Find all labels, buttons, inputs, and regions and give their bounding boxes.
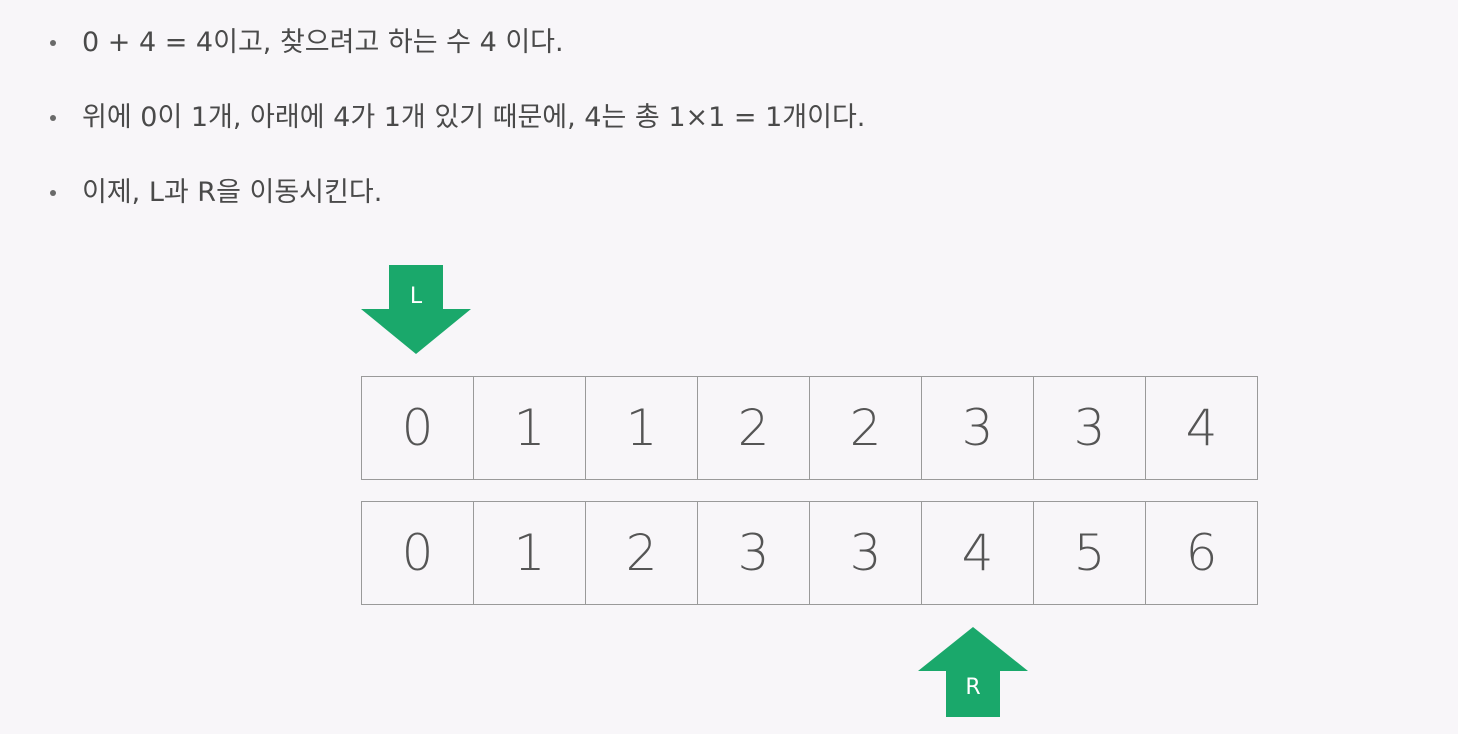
bullet-dot-icon — [50, 115, 56, 121]
array-cell: 2 — [586, 502, 698, 604]
array-cell: 2 — [810, 377, 922, 479]
bullet-item: 위에 0이 1개, 아래에 4가 1개 있기 때문에, 4는 총 1×1 = 1… — [50, 101, 865, 135]
array-cell: 3 — [698, 502, 810, 604]
bullet-text: 0 + 4 = 4이고, 찾으려고 하는 수 4 이다. — [82, 27, 564, 58]
array-cell: 0 — [362, 502, 474, 604]
array-cell: 1 — [474, 377, 586, 479]
left-pointer-label: L — [410, 284, 423, 309]
array-cell: 1 — [586, 377, 698, 479]
array-cell: 3 — [810, 502, 922, 604]
array-cell: 2 — [698, 377, 810, 479]
right-pointer-arrow-icon: R — [918, 627, 1028, 717]
bullet-dot-icon — [50, 40, 56, 46]
array-cell: 1 — [474, 502, 586, 604]
bullet-text: 이제, L과 R을 이동시킨다. — [82, 177, 383, 208]
array-cell: 3 — [1034, 377, 1146, 479]
array-cell: 3 — [922, 377, 1034, 479]
top-array: 0 1 1 2 2 3 3 4 — [361, 376, 1258, 480]
array-cell: 5 — [1034, 502, 1146, 604]
bullet-item: 0 + 4 = 4이고, 찾으려고 하는 수 4 이다. — [50, 26, 564, 60]
bullet-item: 이제, L과 R을 이동시킨다. — [50, 176, 382, 210]
array-cell: 0 — [362, 377, 474, 479]
array-cell: 6 — [1185, 524, 1218, 582]
right-pointer-label: R — [965, 675, 980, 700]
array-cell: 4 — [922, 502, 1034, 604]
left-pointer-arrow-icon: L — [361, 265, 471, 355]
bottom-array: 0 1 2 3 3 4 5 6 — [361, 501, 1258, 605]
array-cell: 4 — [1185, 399, 1218, 457]
bullet-dot-icon — [50, 190, 56, 196]
bullet-text: 위에 0이 1개, 아래에 4가 1개 있기 때문에, 4는 총 1×1 = 1… — [82, 102, 866, 133]
